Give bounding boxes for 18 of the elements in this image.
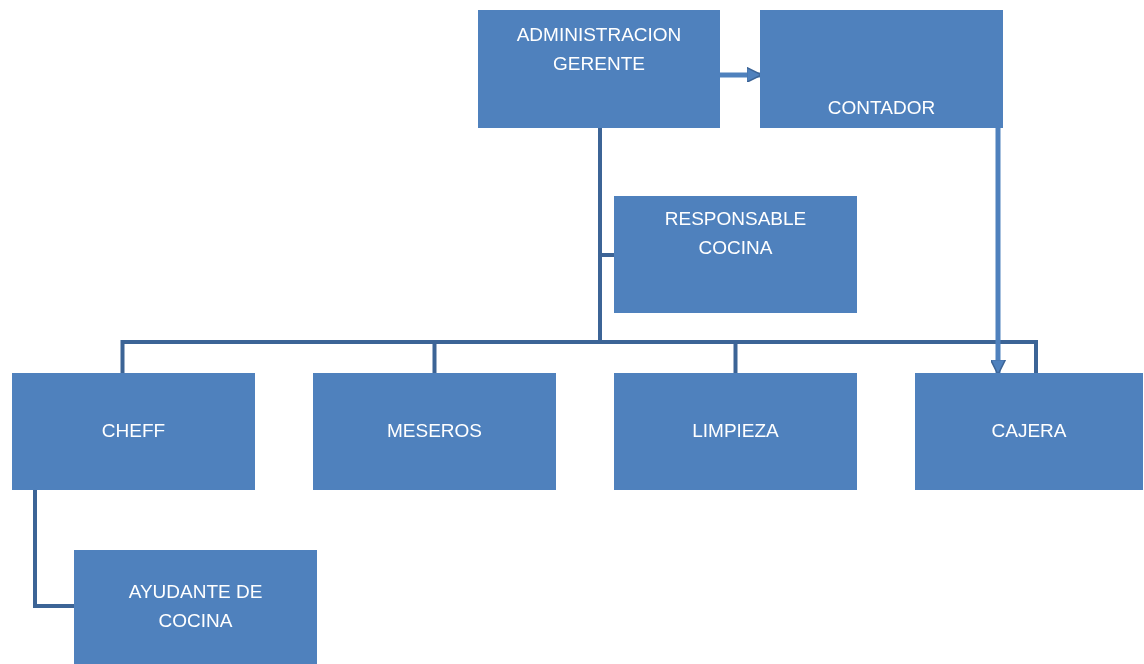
position-title: CHEFF xyxy=(101,419,166,443)
position-box xyxy=(478,10,720,128)
position-title: RESPONSABLE COCINA xyxy=(663,207,808,260)
position-box xyxy=(915,373,1143,490)
position-box xyxy=(760,10,1003,128)
position-box xyxy=(614,196,857,313)
position-box xyxy=(74,550,317,664)
arrow xyxy=(989,128,1007,376)
position-title: AYUDANTE DE COCINA xyxy=(127,580,264,633)
position-box xyxy=(12,373,255,490)
position-title: MESEROS xyxy=(387,419,482,443)
connector-line xyxy=(33,490,74,608)
position-box xyxy=(313,373,556,490)
position-title: CONTADOR xyxy=(827,96,936,120)
position-title: LIMPIEZA xyxy=(692,419,779,443)
position-title: ADMINISTRACION GERENTE xyxy=(515,23,683,76)
position-box xyxy=(614,373,857,490)
position-title: CAJERA xyxy=(991,419,1067,443)
